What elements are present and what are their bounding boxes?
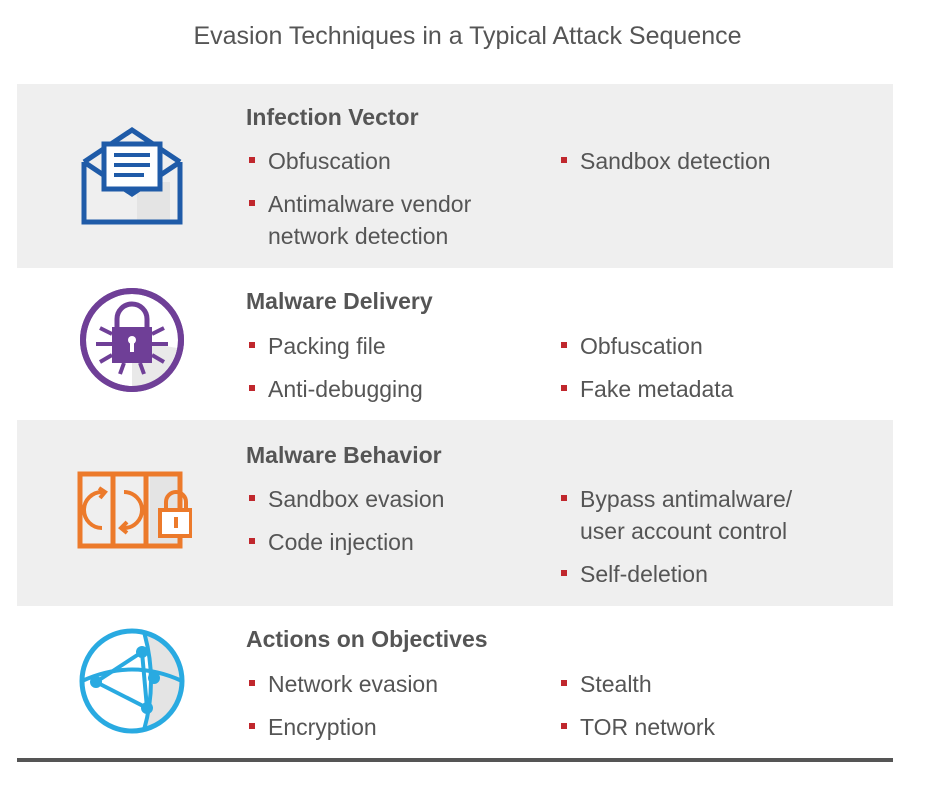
stage-heading: Infection Vector: [246, 104, 419, 130]
bullet-icon: [249, 723, 255, 729]
bullet-icon: [249, 200, 255, 206]
bullet-icon: [561, 570, 567, 576]
bullet-icon: [249, 342, 255, 348]
bullet-icon: [249, 495, 255, 501]
page-title: Evasion Techniques in a Typical Attack S…: [193, 22, 742, 50]
stage-actions-on-objectives: Actions on Objectives Network evasion En…: [17, 606, 893, 756]
padlocked-server-icon: [72, 460, 193, 570]
technique-item: Stealth: [560, 668, 652, 700]
stage-heading: Actions on Objectives: [246, 626, 488, 652]
bullet-icon: [249, 385, 255, 391]
bullet-icon: [561, 342, 567, 348]
technique-item: Obfuscation: [248, 145, 391, 177]
technique-item: Self-deletion: [560, 558, 708, 590]
stage-band: Infection Vector Obfuscation Antimalware…: [17, 84, 893, 268]
stage-band: Actions on Objectives Network evasion En…: [17, 606, 893, 756]
technique-item: Network evasion: [248, 668, 438, 700]
bullet-icon: [561, 495, 567, 501]
technique-item: Fake metadata: [560, 373, 733, 405]
globe-network-icon: [72, 626, 192, 736]
technique-item: Obfuscation: [560, 330, 703, 362]
bullet-icon: [561, 157, 567, 163]
stage-infection-vector: Infection Vector Obfuscation Antimalware…: [17, 84, 893, 268]
locked-bug-icon: [72, 288, 192, 398]
bullet-icon: [561, 680, 567, 686]
bullet-icon: [561, 723, 567, 729]
technique-item: Bypass antimalware/ user account control: [560, 483, 792, 547]
technique-item: Antimalware vendor network detection: [248, 188, 471, 252]
stage-malware-behavior: Malware Behavior Sandbox evasion Code in…: [17, 420, 893, 606]
technique-item: Encryption: [248, 711, 377, 743]
stage-heading: Malware Delivery: [246, 288, 433, 314]
stage-band: Malware Delivery Packing file Anti-debug…: [17, 268, 893, 420]
stage-heading: Malware Behavior: [246, 442, 442, 468]
bullet-icon: [249, 538, 255, 544]
bottom-rule: [17, 758, 893, 762]
technique-item: Sandbox detection: [560, 145, 771, 177]
technique-item: TOR network: [560, 711, 715, 743]
technique-item: Sandbox evasion: [248, 483, 444, 515]
technique-item: Code injection: [248, 526, 414, 558]
technique-item: Packing file: [248, 330, 386, 362]
bullet-icon: [249, 157, 255, 163]
bullet-icon: [249, 680, 255, 686]
envelope-icon: [72, 122, 192, 232]
technique-item: Anti-debugging: [248, 373, 423, 405]
stage-band: Malware Behavior Sandbox evasion Code in…: [17, 420, 893, 606]
stage-malware-delivery: Malware Delivery Packing file Anti-debug…: [17, 268, 893, 420]
bullet-icon: [561, 385, 567, 391]
